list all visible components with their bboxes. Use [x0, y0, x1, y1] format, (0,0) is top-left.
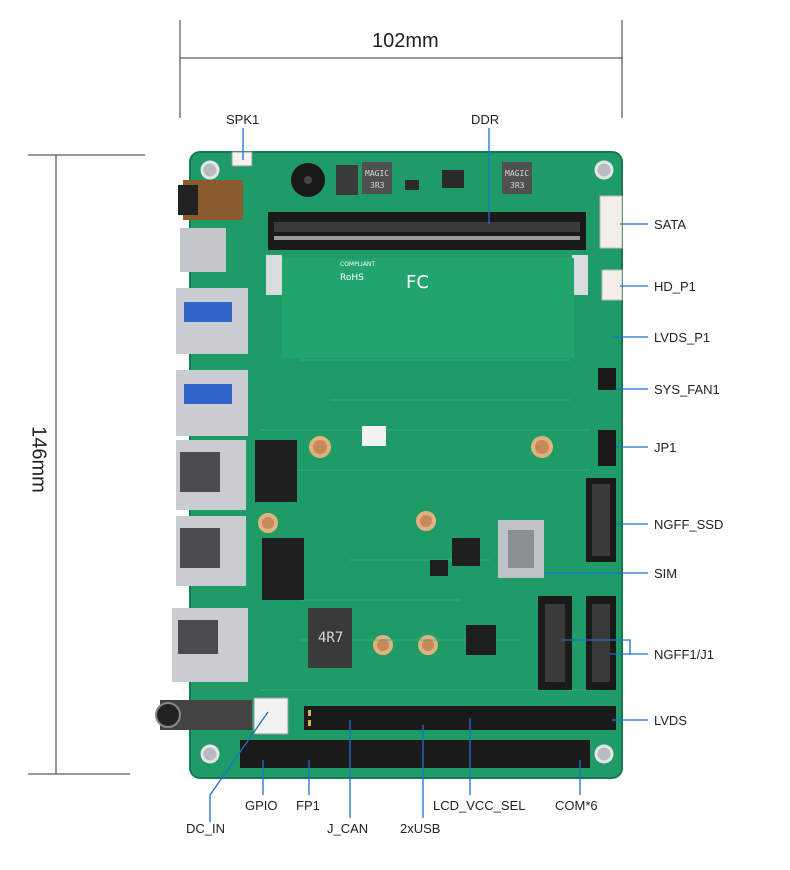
- pcb-board: MAGIC 3R3 MAGIC 3R3: [155, 151, 623, 779]
- label-2xusb: 2xUSB: [400, 821, 441, 836]
- label-sim: SIM: [654, 566, 678, 581]
- label-lvds-p1: LVDS_P1: [654, 330, 711, 345]
- fc-mark: FC: [406, 272, 429, 293]
- label-ddr: DDR: [471, 112, 500, 127]
- label-gpio: GPIO: [245, 798, 278, 813]
- label-j-can: J_CAN: [327, 821, 369, 836]
- label-spk1: SPK1: [226, 112, 260, 127]
- compliant-mark: COMPLIANT: [340, 261, 375, 268]
- label-ngff1-j1: NGFF1/J1: [654, 647, 714, 662]
- inductor-magic-text-2: MAGIC: [505, 169, 529, 178]
- leader-lines: [209, 128, 648, 822]
- height-dimension-label: 146mm: [27, 426, 50, 493]
- label-sata: SATA: [654, 217, 687, 232]
- label-sys-fan1: SYS_FAN1: [654, 382, 720, 397]
- label-com6: COM*6: [555, 798, 598, 813]
- dimension-lines: [28, 20, 623, 775]
- inductor-value-text-1: 3R3: [370, 181, 385, 190]
- label-lcd-vcc-sel: LCD_VCC_SEL: [433, 798, 526, 813]
- choke-value-text: 4R7: [318, 630, 343, 646]
- label-fp1: FP1: [296, 798, 320, 813]
- rohs-mark: RoHS: [340, 273, 364, 283]
- label-dc-in: DC_IN: [186, 821, 226, 836]
- inductor-magic-text-1: MAGIC: [365, 169, 389, 178]
- label-jp1: JP1: [654, 440, 677, 455]
- label-lvds: LVDS: [654, 713, 687, 728]
- label-hd-p1: HD_P1: [654, 279, 696, 294]
- label-ngff-ssd: NGFF_SSD: [654, 517, 724, 532]
- width-dimension-label: 102mm: [372, 30, 439, 52]
- inductor-value-text-2: 3R3: [510, 181, 525, 190]
